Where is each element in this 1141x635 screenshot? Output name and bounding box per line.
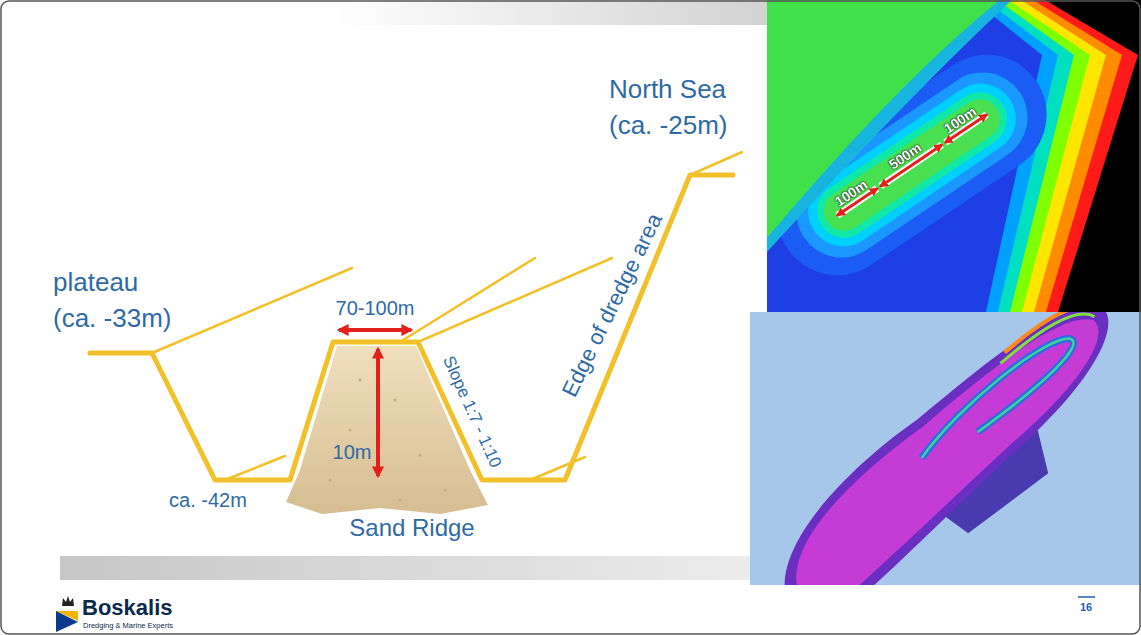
depth-label: plateau (ca. -33m) [53, 264, 183, 337]
depth-label: North Sea (ca. -25m) [609, 71, 739, 144]
dimension-label: 70-100m [336, 297, 415, 320]
sand-grain [359, 379, 362, 382]
dimension-label: 100m [941, 103, 980, 136]
plateau-area [767, 0, 1000, 238]
cross-section [90, 152, 742, 480]
sand-grain [394, 399, 397, 402]
survey-blob [750, 312, 1141, 585]
survey-outline [750, 312, 1141, 585]
height-arrow [376, 349, 380, 476]
plateau-edge [767, 0, 1012, 252]
survey-image [750, 312, 1141, 585]
survey-ridge-crest [913, 329, 1082, 470]
footer-bar [60, 556, 752, 580]
logo-flag [56, 611, 78, 632]
perspective-line [225, 456, 285, 480]
perspective-line [152, 268, 352, 353]
logo-wordmark: Boskalis [82, 595, 173, 620]
dimension-label: 10m [333, 441, 372, 464]
dimension-label: 100m [832, 176, 871, 209]
slope-label: Slope 1:7 - 1:10 [439, 353, 506, 471]
depth-label: ca. -42m [169, 489, 247, 512]
sand-grain-group [329, 379, 447, 502]
dimension-label: 500m [886, 139, 925, 172]
sand-grain [444, 489, 447, 492]
survey-body [763, 312, 1133, 585]
page-rule [1078, 596, 1095, 598]
survey-edge [1004, 312, 1100, 372]
logo-tagline: Dredging & Marine Experts [83, 622, 173, 631]
perspective-line [530, 457, 585, 480]
seabed-profile [90, 175, 733, 480]
header-bar [330, 0, 767, 25]
sand-grain [329, 479, 332, 482]
page-number: 16 [1080, 601, 1092, 614]
sand-grain [349, 429, 352, 432]
perspective-line [690, 152, 742, 175]
feature-label: Sand Ridge [349, 514, 474, 542]
sand-grain [399, 499, 402, 502]
model-image [767, 0, 1141, 312]
perspective-line [418, 258, 612, 342]
survey-edge [1000, 312, 1095, 380]
logo-crown [62, 596, 74, 606]
length-arrows [837, 115, 986, 216]
sand-grain [419, 454, 422, 457]
width-arrow [339, 328, 411, 332]
survey-ridge-ring [913, 329, 1082, 470]
area-label: Edge of dredge area [557, 209, 668, 400]
